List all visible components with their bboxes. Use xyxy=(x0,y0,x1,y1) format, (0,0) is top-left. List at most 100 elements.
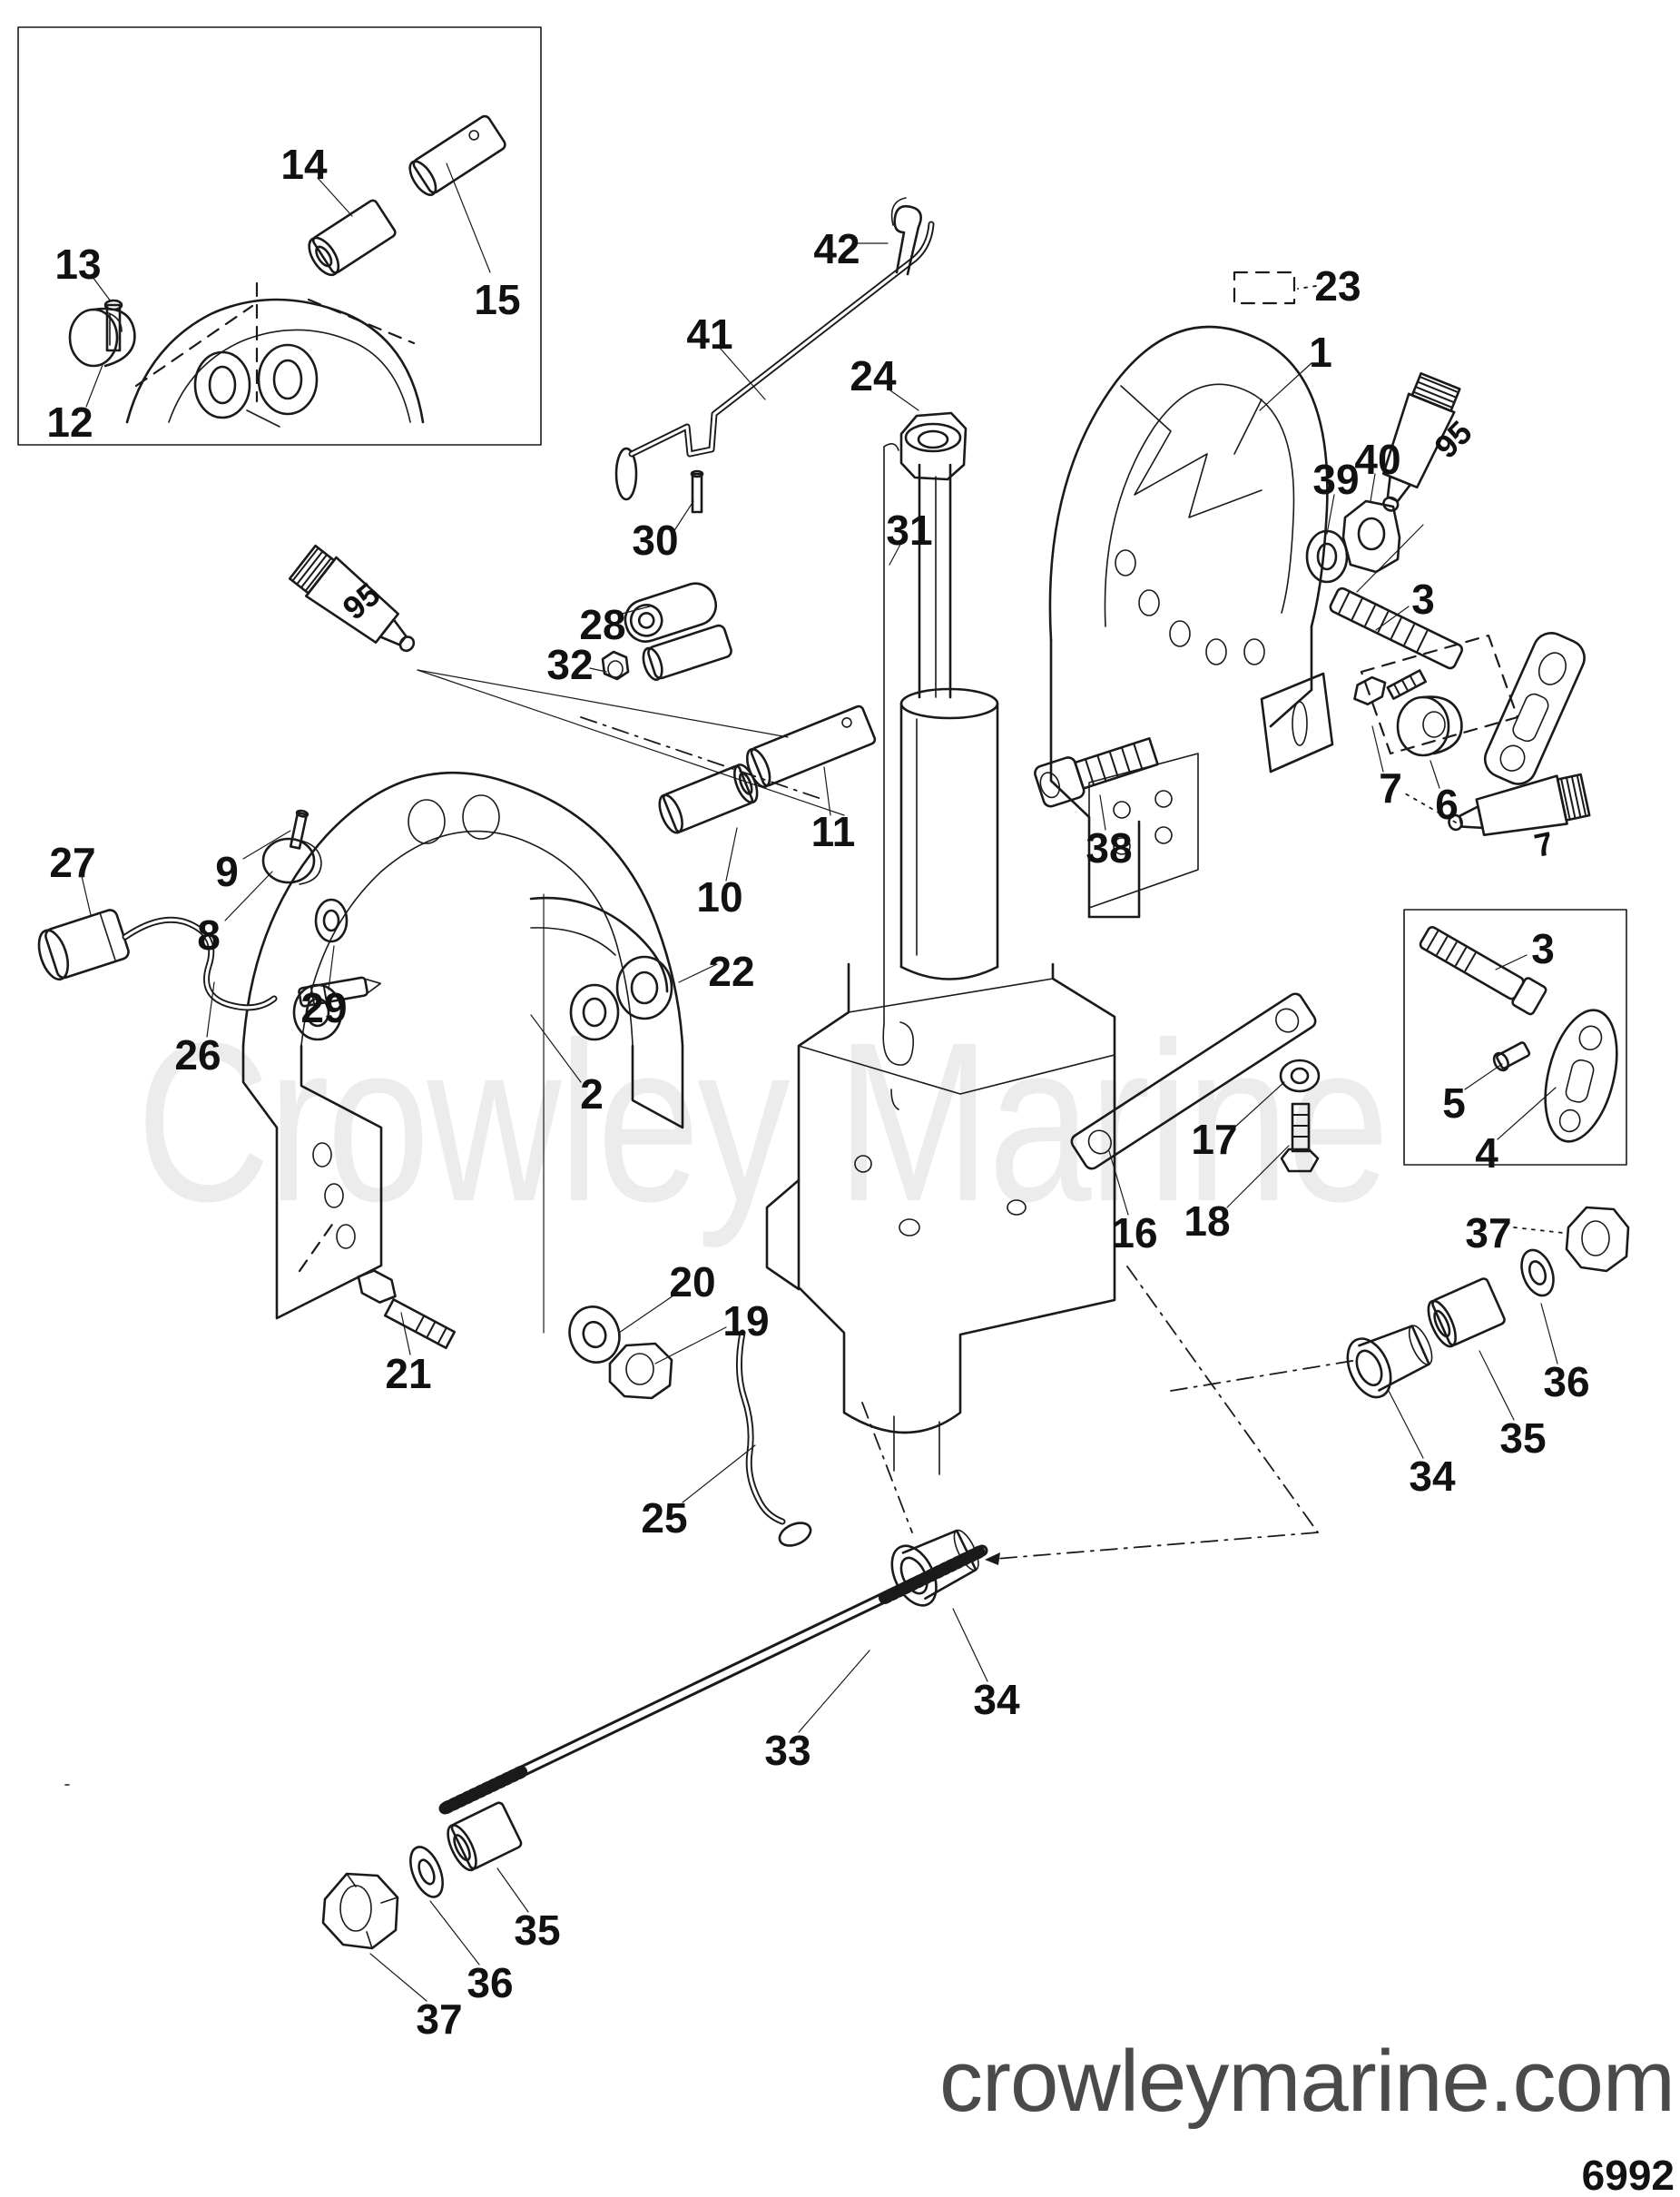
lube-tube-label-95: 95 xyxy=(1427,413,1479,465)
part-37b-nut xyxy=(1565,1206,1630,1273)
part-36a-washer xyxy=(409,1846,444,1898)
callout-22: 22 xyxy=(708,948,754,995)
assembly-dash-lines xyxy=(861,1266,1359,1565)
callout-leader-24 xyxy=(887,388,919,411)
part-21-bolt xyxy=(357,1269,457,1350)
callout-leader-34 xyxy=(952,1608,988,1682)
inset-box-tilt-lock xyxy=(1403,909,1627,1166)
callout-leader-32 xyxy=(589,667,607,673)
callout-leader-29 xyxy=(328,945,335,990)
part-27-handle-knob xyxy=(37,909,130,981)
part-29-washer xyxy=(314,898,349,943)
inset-box-clamp-pins xyxy=(17,26,542,446)
part-9-pin xyxy=(289,809,309,850)
callout-leader-19 xyxy=(654,1326,727,1365)
part-33-anchor-rod xyxy=(438,1544,988,1815)
part-11-pin xyxy=(745,704,877,789)
callout-leader-35 xyxy=(496,1867,529,1913)
callout-32: 32 xyxy=(546,641,593,688)
part-39-washer xyxy=(1305,529,1349,584)
trim-cylinder-body xyxy=(899,687,999,980)
callout-23: 23 xyxy=(1314,262,1361,310)
tilt-lock-lever-arm xyxy=(1483,632,1586,785)
part-10-bushing xyxy=(658,764,759,834)
callout-leader-6 xyxy=(1429,760,1440,789)
part-19-nut xyxy=(608,1342,673,1400)
part-31-link-wire xyxy=(882,443,915,1110)
part-38-socket-bolt xyxy=(1034,737,1159,808)
callout-16: 16 xyxy=(1111,1209,1157,1256)
callout-leader-27 xyxy=(81,875,92,916)
callout-leader-2 xyxy=(530,1014,582,1083)
callout-leader-16 xyxy=(1108,1150,1129,1216)
callout-leader-12 xyxy=(85,364,103,408)
callout-17: 17 xyxy=(1191,1116,1237,1163)
callout-20: 20 xyxy=(669,1258,715,1305)
callout-leader-41 xyxy=(718,346,766,400)
callout-leader-17 xyxy=(1233,1081,1285,1128)
part-34a-bushing xyxy=(890,1529,979,1607)
callout-19: 19 xyxy=(722,1297,769,1345)
clamp-screw-stub xyxy=(298,976,382,1008)
part-32-nut xyxy=(601,650,630,681)
callout-5: 5 xyxy=(1442,1079,1466,1127)
part-23-decal-outline xyxy=(1233,271,1296,305)
trim-cylinder-rod xyxy=(918,463,952,699)
callout-12: 12 xyxy=(46,399,93,446)
inset-bracket-arch xyxy=(125,298,425,428)
part-18-bolt xyxy=(1280,1102,1320,1173)
part-35a-spacer xyxy=(447,1801,523,1872)
callout-29: 29 xyxy=(300,984,347,1031)
callout-leader-15 xyxy=(446,163,491,273)
lube-tube-95-left xyxy=(288,544,845,816)
lube-tube-label-95: 95 xyxy=(335,575,387,626)
part-16-link-bar xyxy=(1070,992,1317,1170)
callout-37: 37 xyxy=(416,1995,462,2043)
part-3-bolt xyxy=(1329,586,1464,670)
callout-leader-3 xyxy=(1495,954,1528,970)
callout-leader-13 xyxy=(92,276,112,302)
callout-35: 35 xyxy=(1499,1414,1546,1462)
callout-leader-21 xyxy=(400,1312,411,1355)
part-1-transom-bracket-right xyxy=(1048,325,1334,919)
lube-tube-label-7: 7 xyxy=(1531,824,1557,864)
callout-34: 34 xyxy=(973,1676,1020,1723)
callout-8: 8 xyxy=(197,911,221,959)
part-20-washer xyxy=(568,1305,621,1364)
part-35b-spacer xyxy=(1427,1277,1506,1348)
part-41-tilt-rod xyxy=(614,221,935,501)
part-37a-nut xyxy=(321,1872,399,1950)
callout-39: 39 xyxy=(1312,456,1359,503)
part-7-bolt xyxy=(1353,669,1428,706)
callout-leader-11 xyxy=(823,766,831,816)
part-24-nut xyxy=(899,411,968,481)
callout-leader-36 xyxy=(429,1900,480,1965)
callout-4: 4 xyxy=(1475,1129,1498,1177)
callout-2: 2 xyxy=(580,1070,604,1118)
callout-28: 28 xyxy=(579,601,625,648)
part-28-link xyxy=(624,582,732,681)
callout-leader-25 xyxy=(682,1444,756,1503)
callout-42: 42 xyxy=(813,225,860,272)
part-30-pin xyxy=(690,469,704,514)
callout-6: 6 xyxy=(1435,781,1459,828)
part-5-screw xyxy=(1492,1041,1531,1072)
callout-24: 24 xyxy=(850,352,897,399)
callout-leader-18 xyxy=(1226,1145,1290,1208)
callout-11: 11 xyxy=(811,808,856,855)
callout-layer: 1233456789101112131415161718192021222324… xyxy=(46,141,1589,2043)
callout-leader-9 xyxy=(242,830,291,860)
callout-25: 25 xyxy=(641,1494,687,1542)
callout-leader-37 xyxy=(369,1953,427,2002)
callout-30: 30 xyxy=(632,517,678,564)
part-36b-washer xyxy=(1520,1248,1555,1297)
callout-leader-23 xyxy=(1297,285,1317,290)
part-15-pin xyxy=(408,114,506,196)
callout-leader-20 xyxy=(618,1293,677,1334)
callout-leader-4 xyxy=(1497,1087,1557,1140)
callout-34: 34 xyxy=(1409,1453,1456,1500)
callout-37: 37 xyxy=(1465,1209,1511,1256)
callout-3: 3 xyxy=(1531,925,1555,972)
callout-15: 15 xyxy=(474,276,520,323)
